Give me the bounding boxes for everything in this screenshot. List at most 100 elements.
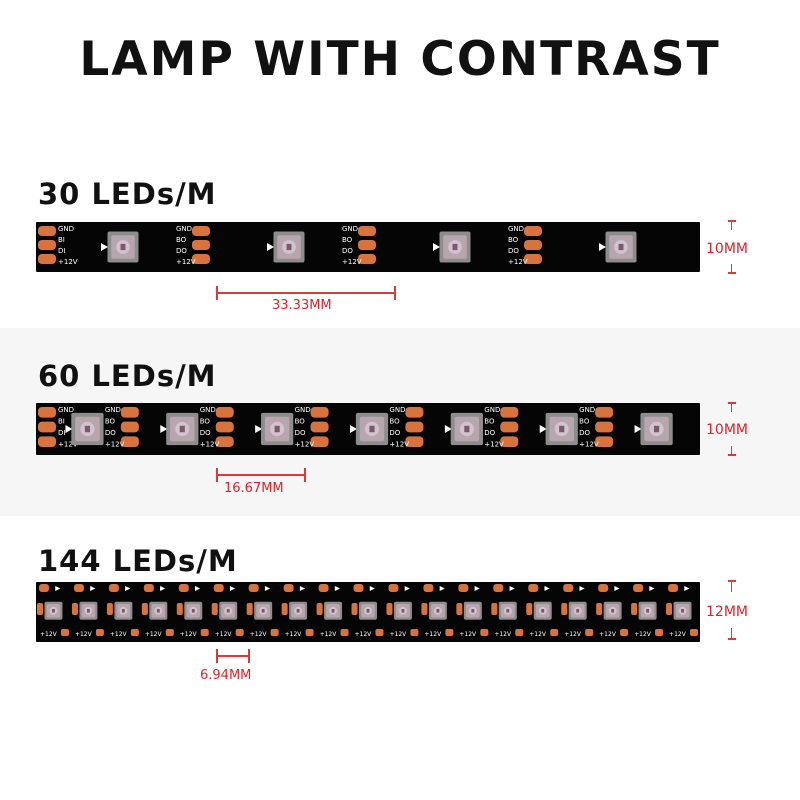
width-label-144: 12MM <box>706 604 748 620</box>
pad-label: GND <box>295 406 311 414</box>
led-chip <box>498 601 517 620</box>
direction-arrow <box>299 586 306 591</box>
direction-arrow <box>544 586 550 591</box>
pad-label: DO <box>342 247 353 255</box>
copper-pad <box>95 629 104 636</box>
pad-label: +12V <box>285 631 303 638</box>
direction-arrow <box>55 586 61 591</box>
copper-pad <box>458 584 469 592</box>
pad-label: +12V <box>58 441 78 449</box>
led-strip-144: +12V +12V +12V +12V +12V +12V +12V +12V +12V +12V… <box>36 582 700 642</box>
copper-pad <box>283 584 294 592</box>
pad-label: +12V <box>58 258 78 266</box>
copper-pads <box>120 407 139 447</box>
pad-label: BO <box>579 418 590 426</box>
pad-label: GND <box>58 225 74 233</box>
strip-label-60: 60 LEDs/M <box>38 359 217 393</box>
copper-pad <box>200 629 209 636</box>
direction-arrow <box>579 586 585 591</box>
led-chip <box>184 601 203 620</box>
copper-pad <box>561 603 568 615</box>
pad-label: +12V <box>110 631 128 638</box>
pad-label: +12V <box>564 631 582 638</box>
pad-label: BI <box>58 236 65 244</box>
pad-label: DO <box>176 247 187 255</box>
pad-label: DI <box>58 429 65 437</box>
led-chip <box>393 601 412 620</box>
pad-label: BO <box>484 418 495 426</box>
copper-pad <box>108 584 119 592</box>
copper-pad <box>491 603 498 615</box>
direction-arrow <box>65 425 73 433</box>
strip-label-30: 30 LEDs/M <box>38 177 217 211</box>
direction-arrow <box>90 586 96 591</box>
led-chip <box>355 412 389 446</box>
copper-pad <box>37 603 43 615</box>
pad-label: +12V <box>634 631 652 638</box>
copper-pad <box>563 584 574 592</box>
direction-arrow <box>634 425 642 433</box>
pad-label: +12V <box>40 631 58 638</box>
direction-arrow <box>101 243 108 251</box>
pad-label: BO <box>295 418 306 426</box>
pad-label: +12V <box>355 631 373 638</box>
copper-pad <box>410 629 419 636</box>
pad-label: +12V <box>529 631 547 638</box>
pad-label: +12V <box>295 441 315 449</box>
pad-label: +12V <box>494 631 512 638</box>
copper-pad <box>456 603 463 615</box>
direction-arrow <box>264 586 271 591</box>
copper-pad <box>633 584 644 592</box>
pad-label: +12V <box>342 258 362 266</box>
copper-pad <box>515 629 524 636</box>
copper-pad <box>528 584 539 592</box>
copper-pad <box>388 584 399 592</box>
copper-pad <box>60 629 69 636</box>
pad-label: +12V <box>250 631 268 638</box>
led-chip <box>289 601 308 620</box>
pad-label: GND <box>389 406 405 414</box>
copper-pad <box>550 629 559 636</box>
led-chip <box>79 601 98 620</box>
pad-label: +12V <box>424 631 442 638</box>
pad-label: GND <box>176 225 192 233</box>
led-chip <box>673 601 692 620</box>
direction-arrow <box>439 586 445 591</box>
copper-pad <box>421 603 428 615</box>
copper-pads <box>358 226 376 264</box>
pad-label: +12V <box>176 258 196 266</box>
copper-pad <box>585 629 594 636</box>
copper-pad <box>248 584 259 592</box>
copper-pad <box>165 629 174 636</box>
direction-arrow <box>614 586 620 591</box>
direction-arrow <box>509 586 515 591</box>
pitch-label-30: 33.33MM <box>272 298 332 313</box>
pad-label: DO <box>579 429 590 437</box>
direction-arrow <box>404 586 410 591</box>
copper-pad <box>655 629 664 636</box>
pad-label: BO <box>200 418 211 426</box>
led-chip <box>219 601 238 620</box>
pad-label: +12V <box>599 631 617 638</box>
copper-pad <box>213 584 224 592</box>
pitch-label-144: 6.94MM <box>200 668 252 683</box>
pad-label: BO <box>105 418 116 426</box>
direction-arrow <box>369 586 375 591</box>
led-chip <box>450 412 483 446</box>
direction-arrow <box>474 586 480 591</box>
copper-pad <box>316 603 323 615</box>
led-chip <box>166 412 199 446</box>
direction-arrow <box>433 243 440 251</box>
width-dimension-144 <box>716 580 746 642</box>
led-chip <box>463 601 482 620</box>
direction-arrow <box>125 586 131 591</box>
led-chip <box>533 601 552 620</box>
copper-pad <box>386 603 393 615</box>
pitch-dimension-144 <box>216 649 250 663</box>
pad-label: GND <box>579 406 595 414</box>
pitch-dimension-60 <box>216 468 306 482</box>
pad-label: BO <box>176 236 187 244</box>
pad-label: +12V <box>579 441 599 449</box>
led-chip <box>107 231 139 263</box>
